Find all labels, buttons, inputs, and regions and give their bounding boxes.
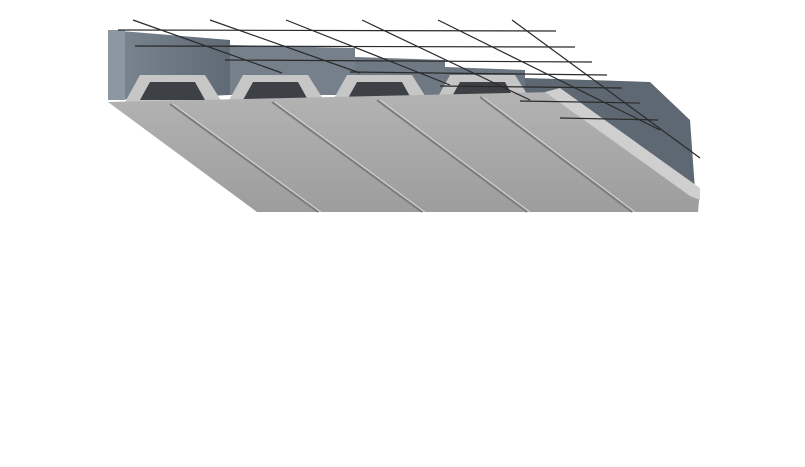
deck-soffit [108, 88, 700, 213]
rebar-mesh [117, 19, 701, 159]
